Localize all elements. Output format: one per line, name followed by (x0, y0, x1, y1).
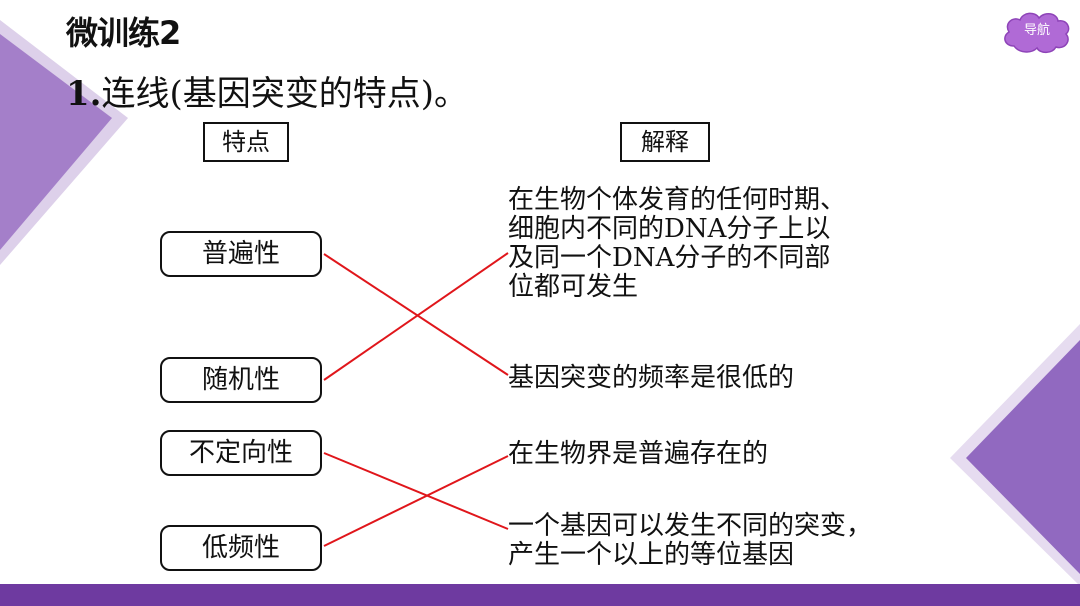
nav-button[interactable]: 导航 (1000, 10, 1074, 54)
question-number: 1. (66, 74, 102, 114)
nav-button-label: 导航 (1023, 23, 1050, 38)
bottom-bar (0, 584, 1080, 606)
traits-column-header: 特点 (203, 122, 289, 162)
left-triangle-dark (0, 34, 112, 250)
explanation-low-frequency[interactable]: 基因突变的频率是很低的 (508, 363, 795, 393)
match-line-non-directional (323, 452, 509, 530)
explanation-multiple-alleles[interactable]: 一个基因可以发生不同的突变， 产生一个以上的等位基因 (508, 511, 873, 570)
match-line-universality (323, 253, 509, 376)
trait-box-randomness[interactable]: 随机性 (160, 357, 322, 403)
match-line-low-frequency (323, 455, 509, 547)
trait-box-non-directional[interactable]: 不定向性 (160, 430, 322, 476)
right-triangle-dark (966, 340, 1080, 574)
explanation-any-time[interactable]: 在生物个体发育的任何时期、 细胞内不同的DNA分子上以 及同一个DNA分子的不同… (508, 185, 847, 302)
left-triangle-light (0, 20, 128, 265)
question-line: 1.连线(基因突变的特点)。 (66, 72, 468, 116)
explanation-universal[interactable]: 在生物界是普遍存在的 (508, 439, 769, 469)
explanations-column-header: 解释 (620, 122, 710, 162)
match-line-randomness (323, 252, 509, 381)
trait-box-low-frequency[interactable]: 低频性 (160, 525, 322, 571)
slide-heading: 微训练2 (66, 14, 181, 52)
right-triangle-light (950, 324, 1080, 586)
question-text: 连线(基因突变的特点)。 (101, 74, 469, 114)
trait-box-universality[interactable]: 普遍性 (160, 231, 322, 277)
cloud-icon (1004, 12, 1070, 54)
